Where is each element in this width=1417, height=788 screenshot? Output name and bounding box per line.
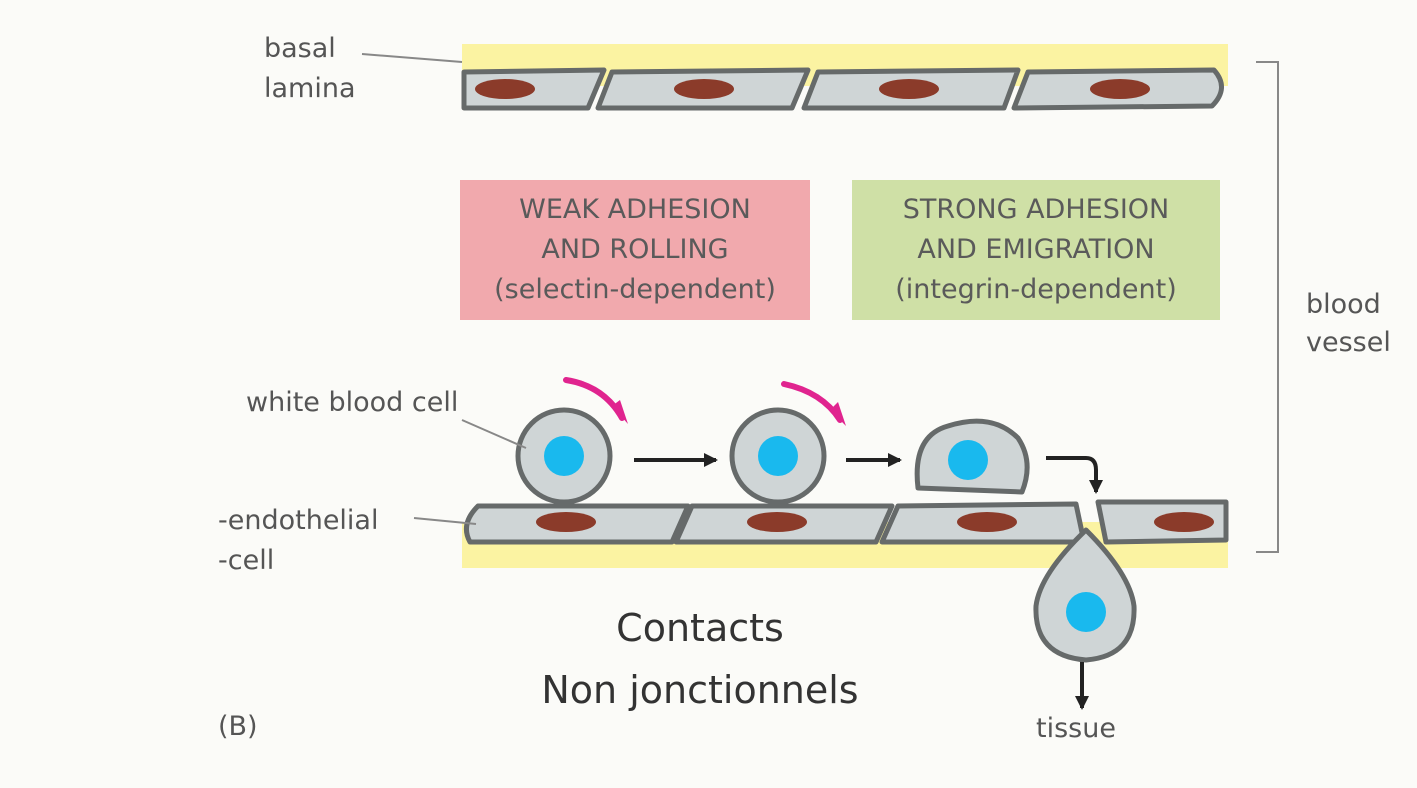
white-cell-nucleus	[948, 440, 988, 480]
endothelial-nuclei-bottom	[536, 512, 1214, 532]
blood-vessel-bracket	[1256, 61, 1279, 553]
weak-adhesion-line2: AND ROLLING	[541, 234, 729, 265]
white-cell-nucleus	[544, 436, 584, 476]
nucleus	[536, 512, 596, 532]
endothelial-nuclei-top	[475, 79, 1150, 99]
caption-line2: Non jonctionnels	[541, 668, 859, 712]
white-cell-nucleus	[1066, 592, 1106, 632]
emigration-arrow	[1046, 456, 1103, 494]
nucleus	[1090, 79, 1150, 99]
strong-adhesion-box	[852, 180, 1220, 320]
weak-adhesion-box	[460, 180, 810, 320]
white-blood-cell-leader	[461, 419, 527, 449]
endothelial-cell-leader	[413, 517, 477, 525]
strong-adhesion-text: STRONG ADHESION AND EMIGRATION (integrin…	[852, 180, 1220, 320]
blood-vessel-label-line2: vessel	[1306, 327, 1391, 358]
blood-vessel-label-line1: blood	[1306, 289, 1381, 320]
panel-letter: (B)	[218, 711, 258, 742]
weak-adhesion-line3: (selectin-dependent)	[494, 274, 776, 305]
endothelial-cell-label-line2: -cell	[218, 545, 275, 576]
nucleus	[674, 79, 734, 99]
nucleus	[747, 512, 807, 532]
white-blood-cell-label: white blood cell	[246, 387, 459, 418]
nucleus	[475, 79, 535, 99]
weak-adhesion-line1: WEAK ADHESION	[519, 194, 751, 225]
white-blood-cell-rolling-2	[729, 407, 827, 505]
white-blood-cell-rolling-1	[515, 407, 613, 505]
rolling-arrow-1-head	[612, 400, 628, 424]
caption-line1: Contacts	[616, 606, 784, 650]
weak-adhesion-text: WEAK ADHESION AND ROLLING (selectin-depe…	[460, 180, 810, 320]
basal-lamina-label-line2: lamina	[264, 73, 356, 104]
tissue-label: tissue	[1036, 713, 1116, 744]
strong-adhesion-line3: (integrin-dependent)	[895, 274, 1177, 305]
nucleus	[957, 512, 1017, 532]
basal-lamina-label-line1: basal	[264, 33, 336, 64]
white-blood-cell-adhering	[914, 418, 1030, 495]
strong-adhesion-line2: AND EMIGRATION	[917, 234, 1155, 265]
white-cell-nucleus	[758, 436, 798, 476]
endothelial-cell-label-line1: -endothelial	[218, 505, 379, 536]
white-blood-cell-emigrating	[1033, 527, 1137, 663]
rolling-arrow-2-head	[830, 402, 846, 426]
basal-lamina-leader	[361, 53, 463, 63]
nucleus	[879, 79, 939, 99]
strong-adhesion-line1: STRONG ADHESION	[902, 194, 1170, 225]
nucleus	[1154, 512, 1214, 532]
